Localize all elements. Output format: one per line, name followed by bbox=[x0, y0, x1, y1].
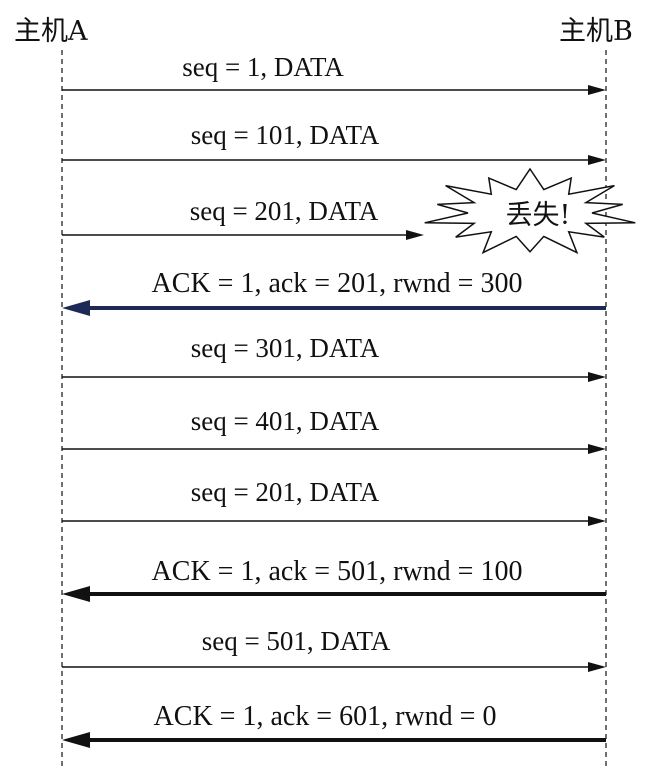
arrowhead-right bbox=[588, 662, 606, 672]
loss-label: 丢失! bbox=[506, 200, 571, 231]
message-label: ACK = 1, ack = 501, rwnd = 100 bbox=[152, 556, 523, 587]
host-a-label: 主机A bbox=[14, 16, 88, 47]
message-list: seq = 1, DATA seq = 101, DATA seq = 201, D… bbox=[62, 52, 606, 748]
message-label: seq = 101, DATA bbox=[191, 120, 380, 150]
message-label: seq = 201, DATA bbox=[190, 196, 379, 226]
arrowhead-right bbox=[406, 230, 424, 240]
arrowhead-right bbox=[588, 372, 606, 382]
arrowhead-right bbox=[588, 444, 606, 454]
arrowhead-right bbox=[588, 155, 606, 165]
loss-starburst: 丢失! bbox=[424, 167, 636, 255]
message-6: seq = 401, DATA bbox=[62, 406, 606, 454]
message-label: ACK = 1, ack = 601, rwnd = 0 bbox=[154, 701, 497, 732]
host-b-label: 主机B bbox=[559, 16, 633, 47]
arrowhead-left bbox=[62, 732, 90, 748]
message-10: ACK = 1, ack = 601, rwnd = 0 bbox=[62, 701, 606, 748]
arrowhead-right bbox=[588, 85, 606, 95]
message-8: ACK = 1, ack = 501, rwnd = 100 bbox=[62, 556, 606, 602]
message-label: seq = 301, DATA bbox=[191, 333, 380, 363]
message-label: seq = 501, DATA bbox=[202, 626, 391, 656]
message-3: seq = 201, DATA bbox=[62, 196, 424, 240]
arrowhead-right bbox=[588, 516, 606, 526]
message-5: seq = 301, DATA bbox=[62, 333, 606, 382]
arrowhead-left bbox=[62, 586, 90, 602]
message-9: seq = 501, DATA bbox=[62, 626, 606, 672]
message-label: ACK = 1, ack = 201, rwnd = 300 bbox=[152, 268, 523, 299]
message-label: seq = 201, DATA bbox=[191, 477, 380, 507]
starburst-shape bbox=[424, 167, 636, 255]
message-label: seq = 1, DATA bbox=[182, 52, 344, 82]
message-4: ACK = 1, ack = 201, rwnd = 300 bbox=[62, 268, 606, 316]
message-2: seq = 101, DATA bbox=[62, 120, 606, 165]
arrowhead-left bbox=[62, 300, 90, 316]
message-label: seq = 401, DATA bbox=[191, 406, 380, 436]
message-1: seq = 1, DATA bbox=[62, 52, 606, 95]
message-7: seq = 201, DATA bbox=[62, 477, 606, 526]
